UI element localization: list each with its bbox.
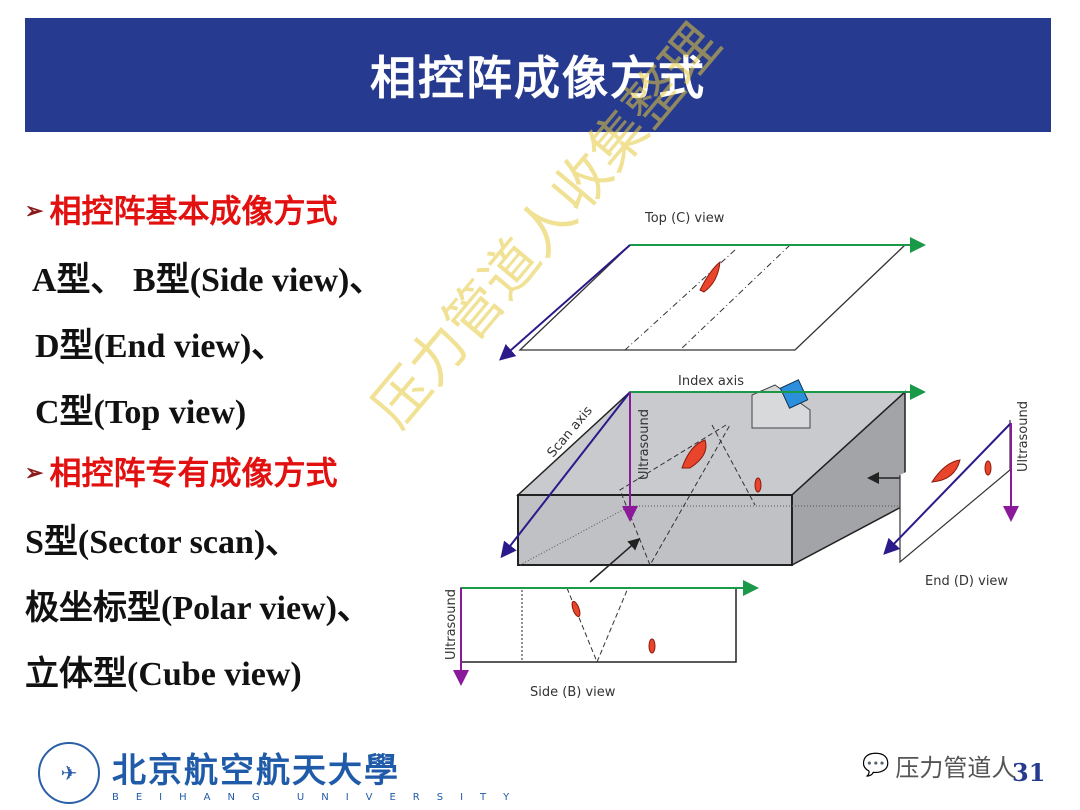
university-logo: ✈ 北京航空航天大學 BEIHANG UNIVERSITY: [38, 742, 526, 804]
text-line: A型、 B型(Side view)、: [32, 262, 384, 299]
text-line: 立体型(Cube view): [25, 656, 302, 693]
index-axis-label: Index axis: [678, 374, 744, 389]
heading-basic: ➢相控阵基本成像方式: [25, 192, 338, 230]
text-line: 极坐标型(Polar view)、: [25, 590, 371, 627]
page-number: 31: [1012, 758, 1046, 787]
heading-special: ➢相控阵专有成像方式: [25, 454, 338, 492]
text-line: D型(End view)、: [35, 328, 286, 365]
test-block: Index axis Scan axis Ultrasound: [500, 374, 926, 583]
end-view-label: End (D) view: [925, 574, 1008, 589]
bullet-arrow-icon: ➢: [25, 460, 44, 485]
ultrasound-label: Ultrasound: [1016, 401, 1031, 472]
slide-title: 相控阵成像方式: [370, 51, 706, 105]
end-d-view: Ultrasound End (D) view: [883, 401, 1031, 589]
ultrasound-label: Ultrasound: [637, 409, 652, 480]
title-banner: 相控阵成像方式: [25, 18, 1051, 132]
university-name-cn: 北京航空航天大學: [112, 751, 400, 791]
wechat-account: 💬 压力管道人: [862, 753, 1016, 782]
text-line: C型(Top view): [35, 394, 247, 431]
top-view-label: Top (C) view: [644, 211, 725, 226]
university-name-en: BEIHANG UNIVERSITY: [112, 792, 527, 803]
side-b-view: Ultrasound Side (B) view: [444, 580, 759, 700]
university-seal-icon: ✈: [38, 742, 100, 804]
ultrasound-label: Ultrasound: [444, 589, 459, 660]
side-view-label: Side (B) view: [530, 685, 616, 700]
bullet-arrow-icon: ➢: [25, 198, 44, 223]
text-line: S型(Sector scan)、: [25, 524, 300, 561]
wechat-icon: 💬: [862, 753, 890, 778]
probe-icon: [751, 379, 811, 429]
top-c-view: Top (C) view: [499, 211, 926, 361]
